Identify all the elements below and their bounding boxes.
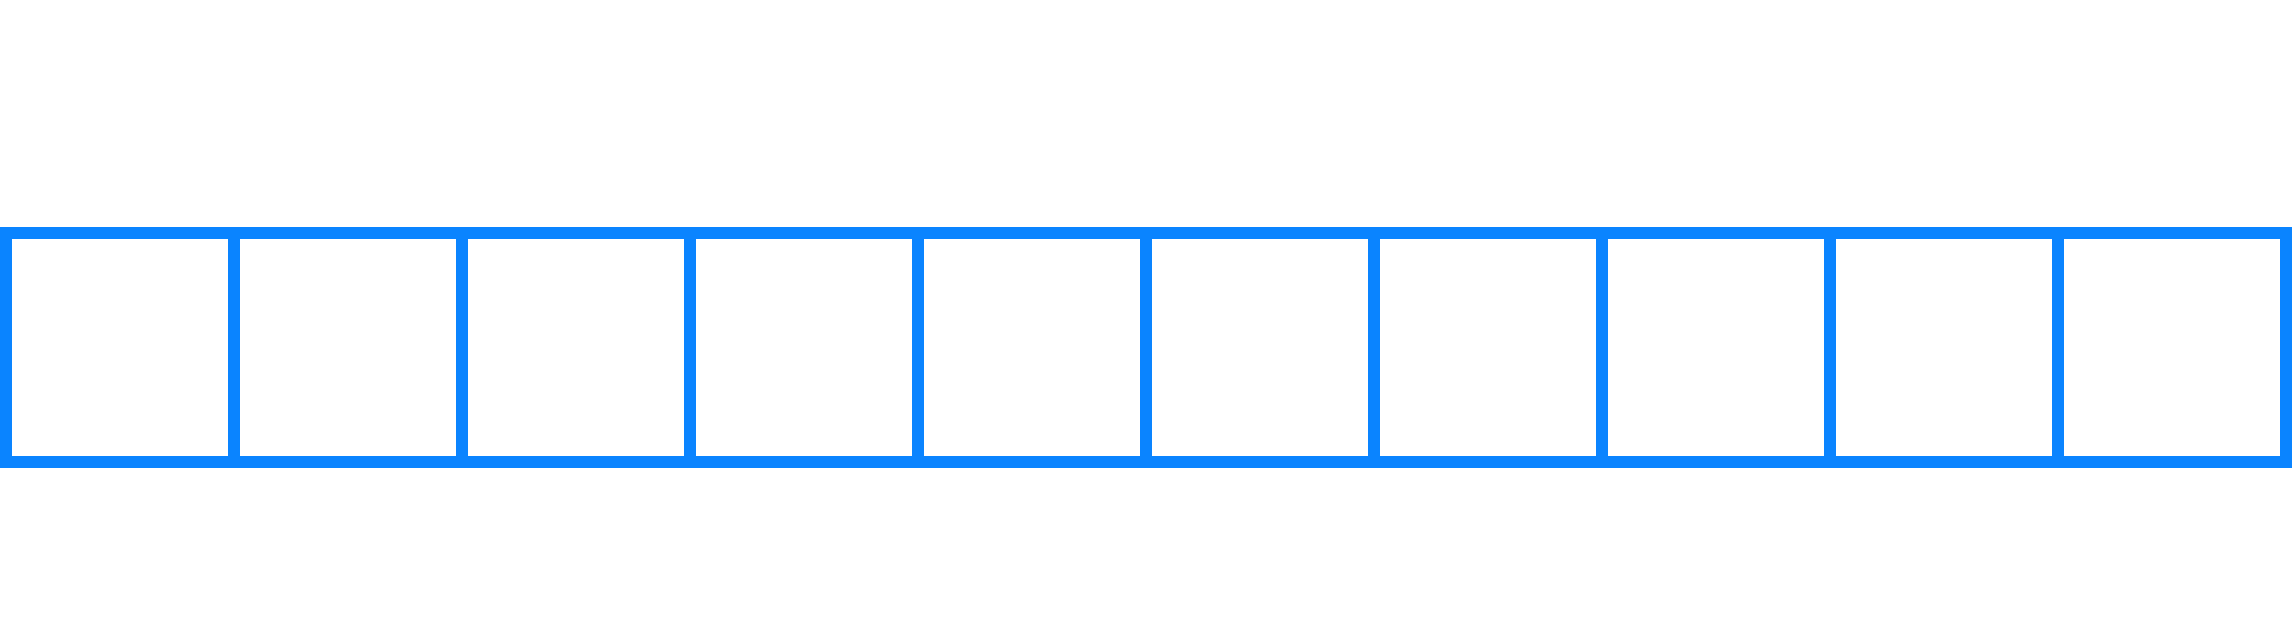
strip-cell xyxy=(2064,239,2280,456)
strip-cell xyxy=(1380,239,1608,456)
strip-cell xyxy=(1836,239,2064,456)
strip-cell xyxy=(1608,239,1836,456)
cell-strip xyxy=(0,227,2292,468)
strip-cell xyxy=(12,239,240,456)
strip-cell xyxy=(468,239,696,456)
strip-cell xyxy=(240,239,468,456)
strip-cell xyxy=(924,239,1152,456)
strip-cell xyxy=(1152,239,1380,456)
strip-cell xyxy=(696,239,924,456)
